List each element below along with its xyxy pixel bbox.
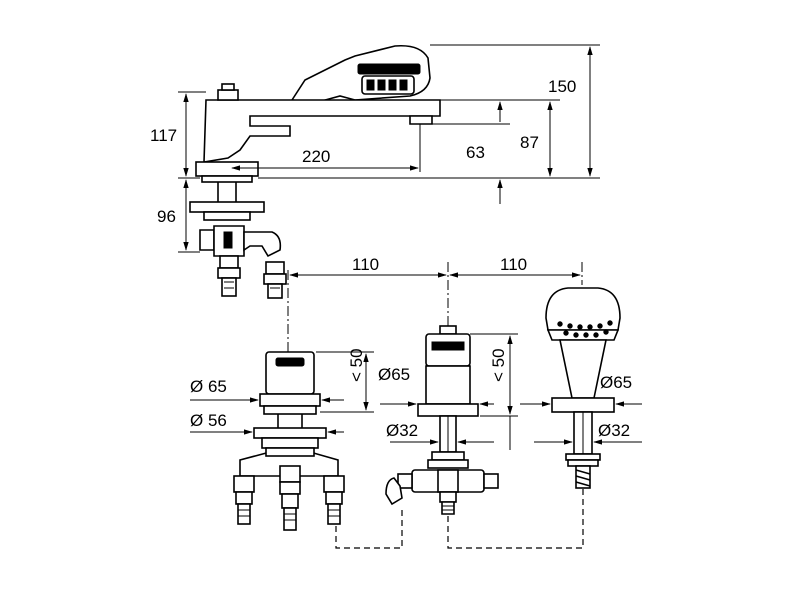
- dim-mixer-max: < 50: [347, 348, 366, 382]
- dim-110-right: 110: [500, 255, 527, 274]
- side-view: 117 96 150 87 63 220: [150, 44, 600, 299]
- dim-mixer-rosette: Ø 65: [190, 377, 227, 396]
- dim-117: 117: [150, 126, 177, 145]
- dim-valve-max: < 50: [489, 348, 508, 382]
- mixer-body: [189, 83, 441, 299]
- dim-96: 96: [157, 207, 176, 226]
- spacing-dimensions: 110 110: [287, 255, 583, 360]
- connecting-hoses: [335, 488, 584, 549]
- dim-63: 63: [466, 143, 485, 162]
- dim-mixer-base: Ø 56: [190, 411, 227, 430]
- dim-220: 220: [302, 147, 330, 166]
- diverter-valve-view: Ø65 Ø32 < 50: [378, 325, 518, 515]
- dim-150: 150: [548, 77, 576, 96]
- dim-valve-rosette: Ø65: [378, 365, 410, 384]
- dim-110-left: 110: [352, 255, 379, 274]
- hand-shower-front-view: Ø65 Ø32: [520, 287, 642, 489]
- hand-shower-head: [290, 44, 431, 103]
- dim-87: 87: [520, 133, 539, 152]
- dim-shower-hole: Ø32: [598, 421, 630, 440]
- dim-valve-hole: Ø32: [386, 421, 418, 440]
- mixer-front-view: Ø 65 Ø 56 < 50: [190, 348, 374, 531]
- dim-shower-rosette: Ø65: [600, 373, 632, 392]
